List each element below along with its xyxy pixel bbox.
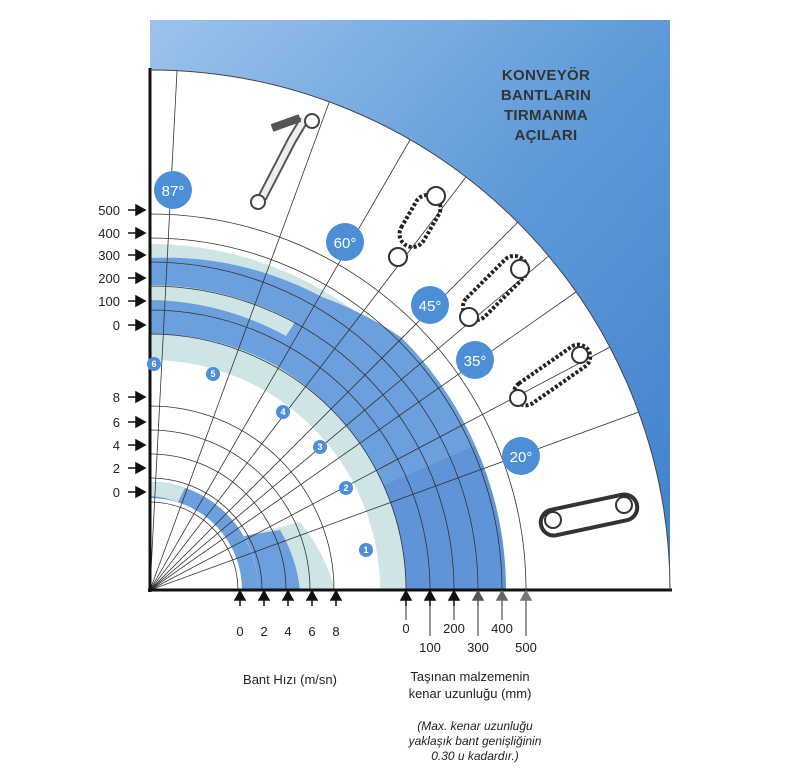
angle-badge-20 <box>502 437 540 475</box>
speed-caption: Bant Hızı (m/sn) <box>243 672 337 687</box>
angle-label: 20° <box>510 449 533 466</box>
angle-label: 35° <box>464 353 487 370</box>
speed-tick: 0 <box>236 624 243 639</box>
edge-tick: 200 <box>443 621 465 636</box>
belt-60-icon <box>388 186 446 267</box>
band-zone-2 <box>331 338 475 485</box>
belt-87-icon <box>250 113 320 210</box>
zone-badge-3 <box>313 440 327 454</box>
zone-label: 4 <box>280 407 285 417</box>
title: KONVEYÖR BANTLARIN TIRMANMA AÇILARI <box>501 67 591 144</box>
edge-tick: 0 <box>402 621 409 636</box>
max-edge-note: (Max. kenar uzunluğu yaklaşık bant geniş… <box>375 719 575 764</box>
scale-label: 300 <box>98 248 120 263</box>
edge-tick: 300 <box>467 640 489 655</box>
title-line: TIRMANMA <box>504 107 588 124</box>
band-zone-1 <box>383 445 506 590</box>
zone-label: 3 <box>317 442 322 452</box>
zone-badges: 1 2 3 4 5 6 <box>147 357 373 557</box>
speed-tick: 6 <box>308 624 315 639</box>
scale-label: 200 <box>98 271 120 286</box>
zone-label: 6 <box>151 359 156 369</box>
edge-caption: Taşınan malzemenin kenar uzunluğu (mm) <box>370 668 570 702</box>
angle-badge-60 <box>326 223 364 261</box>
zone-badge-5 <box>206 367 220 381</box>
angle-badges: 87° 60° 45° 35° 20° <box>154 171 540 475</box>
scale-label: 6 <box>113 415 120 430</box>
left-scale-lower: 8 6 4 2 0 <box>113 390 147 500</box>
belt-35-icon <box>509 342 593 408</box>
belt-20-icon <box>538 492 640 538</box>
zone-badge-1 <box>359 543 373 557</box>
speed-tick: 4 <box>284 624 291 639</box>
zone-badge-6 <box>147 357 161 371</box>
title-line: AÇILARI <box>515 127 578 144</box>
speed-scale: 0 2 4 6 8 <box>233 589 343 639</box>
note-line: (Max. kenar uzunluğu <box>417 719 533 733</box>
angle-label: 45° <box>419 298 442 315</box>
speed-tick: 2 <box>260 624 267 639</box>
speed-tick: 8 <box>332 624 339 639</box>
scale-label: 2 <box>113 461 120 476</box>
scale-label: 4 <box>113 438 120 453</box>
angle-label: 60° <box>334 235 357 252</box>
angle-badge-45 <box>411 286 449 324</box>
edge-caption-line: Taşınan malzemenin <box>410 669 530 684</box>
scale-label: 8 <box>113 390 120 405</box>
edge-caption-line: kenar uzunluğu (mm) <box>408 686 532 701</box>
note-line: 0.30 u kadardır.) <box>431 749 519 763</box>
scale-label: 500 <box>98 203 120 218</box>
note-line: yaklaşık bant genişliğinin <box>408 734 542 748</box>
title-line: BANTLARIN <box>501 87 591 104</box>
zone-label: 1 <box>363 545 368 555</box>
left-scale-upper: 500 400 300 200 100 0 <box>98 203 147 333</box>
edge-tick: 100 <box>419 640 441 655</box>
edge-length-scale: 0 100 200 300 400 500 <box>399 589 537 655</box>
scale-label: 400 <box>98 226 120 241</box>
title-line: KONVEYÖR <box>502 67 590 84</box>
scale-label: 0 <box>113 318 120 333</box>
angle-badge-87 <box>154 171 192 209</box>
zone-badge-2 <box>339 481 353 495</box>
zone-label: 5 <box>210 369 215 379</box>
scale-label: 100 <box>98 294 120 309</box>
angle-rays <box>150 70 640 590</box>
angle-label: 87° <box>162 183 185 200</box>
zone-badge-4 <box>276 405 290 419</box>
angle-badge-35 <box>456 341 494 379</box>
zone-label: 2 <box>343 483 348 493</box>
scale-label: 0 <box>113 485 120 500</box>
belt-45-icon <box>459 253 530 327</box>
edge-tick: 400 <box>491 621 513 636</box>
edge-tick: 500 <box>515 640 537 655</box>
